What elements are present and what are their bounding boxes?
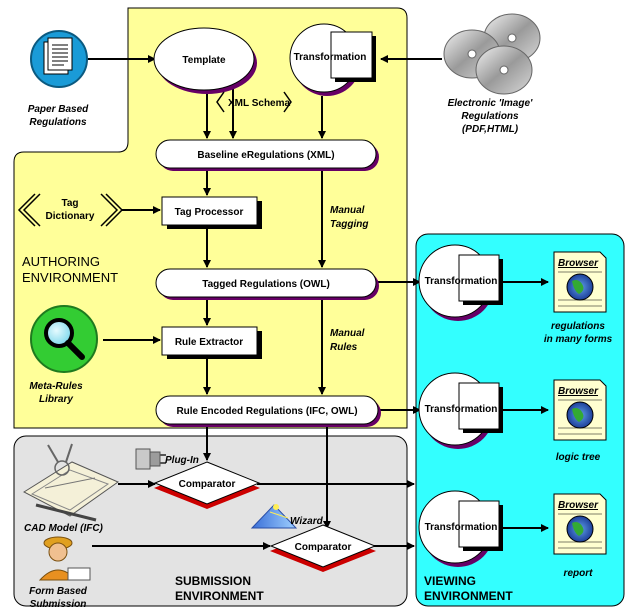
output-2-label: logic tree [556,452,601,463]
transformation-top-node [289,23,376,96]
template-label: Template [182,55,226,66]
plug-in-label: Plug-In [165,455,199,466]
browser-2-label: Browser [558,386,599,397]
cad-drawing-icon [22,443,120,522]
viewing-transformation-3 [418,490,503,567]
xml-schema-bracket-left [216,91,225,113]
viewing-transformation-2 [418,372,503,449]
tagged-regulations-node [155,268,377,298]
cd-discs-icon [443,13,541,95]
browser-page-3 [553,493,607,555]
person-icon [38,536,91,581]
baseline-regulations-node [155,139,377,169]
plug-in-icon [135,448,166,470]
comparator-2-label: Comparator [295,542,352,553]
viewing-transformation-3-label: Transformation [425,522,498,533]
tag-processor-label: Tag Processor [175,207,244,218]
cad-model-label: CAD Model (IFC) [24,523,104,534]
magnifier-icon [30,305,98,373]
viewing-transformation-1 [418,244,503,321]
baseline-regulations-label: Baseline eRegulations (XML) [197,150,334,161]
xml-schema-bracket-right [283,91,292,113]
comparator-2-node [269,524,377,568]
wizard-icon [250,504,298,529]
output-3-label: report [564,568,594,579]
tag-processor-node [161,196,258,226]
viewing-transformation-1-label: Transformation [425,276,498,287]
rule-encoded-regulations-node [155,395,379,425]
paper-document-icon [30,30,88,88]
browser-page-1 [553,251,607,313]
transformation-top-label: Transformation [294,52,367,63]
connectors [86,55,549,550]
comparator-1-label: Comparator [179,479,236,490]
rule-encoded-regulations-label: Rule Encoded Regulations (IFC, OWL) [176,406,357,417]
rule-extractor-label: Rule Extractor [175,337,243,348]
rule-extractor-node [161,326,258,356]
comparator-1-node [153,461,261,505]
electronic-regulations-label: Electronic 'Image'Regulations(PDF,HTML) [448,98,533,135]
tag-dictionary-bracket-right [100,193,124,227]
wizard-label: Wizard [290,516,324,527]
tagged-regulations-label: Tagged Regulations (OWL) [202,279,330,290]
tag-dictionary-bracket-left [17,193,41,227]
browser-1-label: Browser [558,258,599,269]
viewing-transformation-2-label: Transformation [425,404,498,415]
browser-3-label: Browser [558,500,599,511]
browser-page-2 [553,379,607,441]
xml-schema-label: XML Schema [228,98,290,109]
template-node [153,27,255,91]
